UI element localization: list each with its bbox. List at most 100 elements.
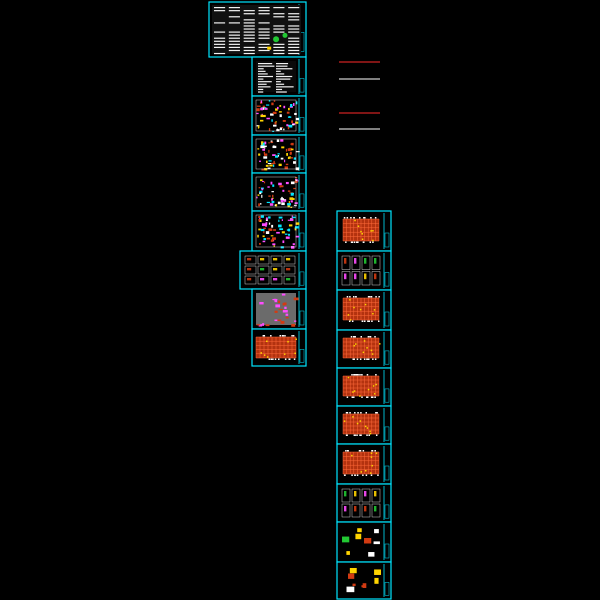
column-marker: [360, 230, 362, 233]
title-block: [384, 582, 390, 596]
dimension-tick: [346, 396, 349, 398]
plan-element: [263, 156, 268, 159]
dimension-tick: [370, 396, 373, 398]
note-text-line: [276, 63, 289, 65]
column-marker: [343, 420, 346, 422]
table-text-line: [288, 25, 300, 27]
plan-element: [279, 114, 282, 118]
dimension-tick: [357, 412, 359, 414]
dimension-tick: [359, 434, 361, 436]
dimension-tick: [369, 241, 372, 243]
plan-element: [288, 224, 293, 227]
stair-element: [374, 529, 379, 534]
plan-element: [256, 196, 258, 199]
plan-element: [260, 107, 264, 111]
sheet-a-4[interactable]: [251, 134, 307, 174]
plan-element: [292, 243, 295, 246]
plan-element: [289, 116, 291, 118]
stair-element: [374, 577, 379, 584]
table-text-line: [214, 52, 226, 55]
sheet-a-3[interactable]: [251, 95, 307, 136]
plan-element: [280, 139, 284, 142]
plan-element: [290, 104, 293, 107]
plan-element: [271, 198, 273, 201]
column-marker: [372, 385, 375, 387]
dimension-tick: [370, 296, 373, 298]
dimension-tick: [349, 412, 351, 414]
sheet-b-3[interactable]: [336, 289, 392, 331]
dimension-tick: [345, 241, 347, 243]
sheet-b-4[interactable]: [336, 329, 392, 369]
table-text-line: [288, 52, 300, 55]
title-block: [384, 311, 390, 327]
plan-element: [277, 201, 281, 205]
plan-element: [268, 222, 271, 225]
sheet-b-8[interactable]: [336, 483, 392, 523]
plan-element: [261, 168, 265, 171]
plan-element: [276, 231, 280, 234]
title-block: [384, 504, 390, 519]
dimension-tick: [374, 217, 377, 219]
plan-outline: [255, 176, 297, 208]
dimension-tick: [351, 374, 353, 376]
detail-figure: [273, 268, 278, 271]
plan-element: [266, 201, 271, 204]
sheet-b-10[interactable]: [336, 561, 392, 600]
dimension-tick: [291, 335, 293, 337]
stair-element: [373, 541, 380, 545]
dimension-tick: [282, 335, 284, 337]
sheet-a-5[interactable]: [251, 172, 307, 212]
column-marker: [266, 340, 268, 343]
sheet-b-1[interactable]: [336, 210, 392, 252]
dimension-tick: [350, 217, 352, 219]
plan-element: [273, 245, 275, 247]
dimension-tick: [374, 396, 376, 398]
plan-element: [265, 164, 269, 167]
sheet-b-7[interactable]: [336, 443, 392, 485]
dimension-tick: [353, 396, 355, 398]
sheet-b-6[interactable]: [336, 405, 392, 445]
table-text-line: [228, 40, 240, 42]
plan-element: [295, 235, 300, 238]
plan-element: [290, 200, 293, 203]
note-text-line: [276, 75, 293, 78]
plan-element: [271, 102, 274, 106]
column-marker: [367, 388, 370, 391]
dimension-tick: [377, 474, 379, 476]
sheet-a-9[interactable]: [251, 328, 307, 367]
table-text-line: [214, 31, 226, 33]
detail-figure: [354, 506, 357, 512]
title-block: [299, 193, 305, 208]
sheet-a-8[interactable]: [251, 288, 307, 330]
table-text-line: [243, 31, 255, 33]
sheet-b-2[interactable]: [336, 250, 392, 291]
dimension-tick: [367, 320, 369, 322]
dimension-tick: [367, 296, 370, 298]
detail-figure: [286, 278, 291, 281]
sheet-a-6[interactable]: [251, 210, 307, 252]
table-text-line: [288, 46, 300, 49]
plan-element: [280, 157, 284, 160]
column-marker: [370, 349, 373, 352]
plan-element: [293, 204, 297, 206]
dimension-tick: [351, 241, 354, 243]
dimension-tick: [365, 412, 368, 414]
column-marker: [363, 340, 366, 342]
table-text-line: [273, 25, 285, 27]
table-text-line: [243, 40, 255, 42]
dimension-tick: [351, 396, 354, 398]
dimension-tick: [366, 434, 368, 436]
sheet-b-5[interactable]: [336, 367, 392, 407]
plan-element: [291, 215, 293, 219]
site-element: [283, 302, 287, 306]
column-marker: [373, 393, 376, 395]
sheet-a-2[interactable]: [251, 56, 307, 97]
plan-element: [258, 187, 261, 189]
column-marker: [263, 354, 266, 356]
sheet-a-1[interactable]: [208, 1, 307, 58]
plan-element: [294, 227, 297, 231]
sheet-a-7[interactable]: [239, 250, 307, 290]
sheet-b-9[interactable]: [336, 521, 392, 563]
